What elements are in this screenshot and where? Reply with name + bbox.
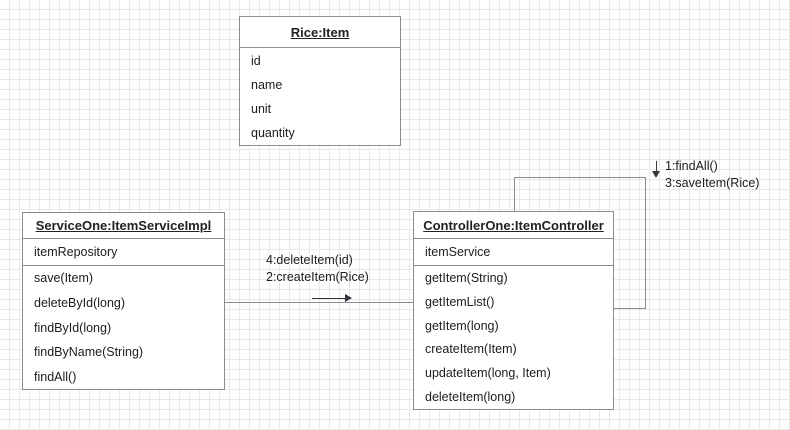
message-label-right-line2: 3:saveItem(Rice) <box>665 176 760 190</box>
uml-operation-row: deleteById(long) <box>34 295 126 310</box>
connector-service-controller <box>225 302 413 303</box>
uml-attribute-row: unit <box>251 101 272 116</box>
uml-box-service[interactable]: ServiceOne:ItemServiceImpl itemRepositor… <box>22 212 225 390</box>
message-label-center: 4:deleteItem(id) 2:createItem(Rice) <box>266 252 369 286</box>
uml-operation-row: createItem(Item) <box>425 342 517 357</box>
uml-operation-row: updateItem(long, Item) <box>425 366 551 381</box>
message-arrow-center <box>312 294 352 302</box>
uml-box-service-title-text: ServiceOne:ItemServiceImpl <box>35 218 212 233</box>
message-label-right-line1: 1:findAll() <box>665 159 718 173</box>
uml-operation-row: getItemList() <box>425 294 495 309</box>
uml-operation-row: findByName(String) <box>34 345 144 360</box>
connector-selfloop-top-segment <box>514 177 646 178</box>
uml-operation-row: getItem(String) <box>425 271 508 285</box>
uml-attribute-row: name <box>251 77 283 92</box>
message-label-center-line2: 2:createItem(Rice) <box>266 270 369 284</box>
uml-box-controller[interactable]: ControllerOne:ItemController itemService… <box>413 211 614 410</box>
arrow-shaft <box>312 297 346 299</box>
uml-box-service-title: ServiceOne:ItemServiceImpl <box>23 213 224 239</box>
uml-operation-row: deleteItem(long) <box>425 389 516 404</box>
arrow-head <box>652 171 660 178</box>
uml-box-item[interactable]: Rice:Item id name unit quantity <box>239 16 401 146</box>
uml-box-item-attributes: id name unit quantity <box>240 48 400 145</box>
uml-box-item-title-text: Rice:Item <box>290 24 350 40</box>
uml-box-controller-title: ControllerOne:ItemController <box>414 212 613 239</box>
uml-box-controller-attributes: itemService <box>414 239 613 266</box>
uml-operation-row: findAll() <box>34 369 77 384</box>
arrow-head <box>345 294 352 302</box>
connector-selfloop-bottom-segment <box>613 308 646 309</box>
uml-box-controller-operations: getItem(String) getItemList() getItem(lo… <box>414 266 613 409</box>
connector-selfloop-left-segment <box>514 177 515 212</box>
uml-operation-row: getItem(long) <box>425 318 499 333</box>
uml-box-item-title: Rice:Item <box>240 17 400 48</box>
message-arrow-right <box>652 161 660 178</box>
connector-selfloop-right-segment <box>645 177 646 309</box>
uml-attribute-row: itemRepository <box>34 245 118 259</box>
message-label-right: 1:findAll() 3:saveItem(Rice) <box>665 158 759 192</box>
uml-operation-row: save(Item) <box>34 271 94 286</box>
uml-box-service-operations: save(Item) deleteById(long) findById(lon… <box>23 266 224 389</box>
uml-box-controller-title-text: ControllerOne:ItemController <box>423 217 604 233</box>
uml-attribute-row: quantity <box>251 125 295 140</box>
uml-attribute-row: id <box>251 53 261 68</box>
uml-attribute-row: itemService <box>425 245 491 259</box>
arrow-shaft <box>655 161 657 172</box>
message-label-center-line1: 4:deleteItem(id) <box>266 253 353 267</box>
uml-box-service-attributes: itemRepository <box>23 239 224 266</box>
uml-operation-row: findById(long) <box>34 320 112 335</box>
